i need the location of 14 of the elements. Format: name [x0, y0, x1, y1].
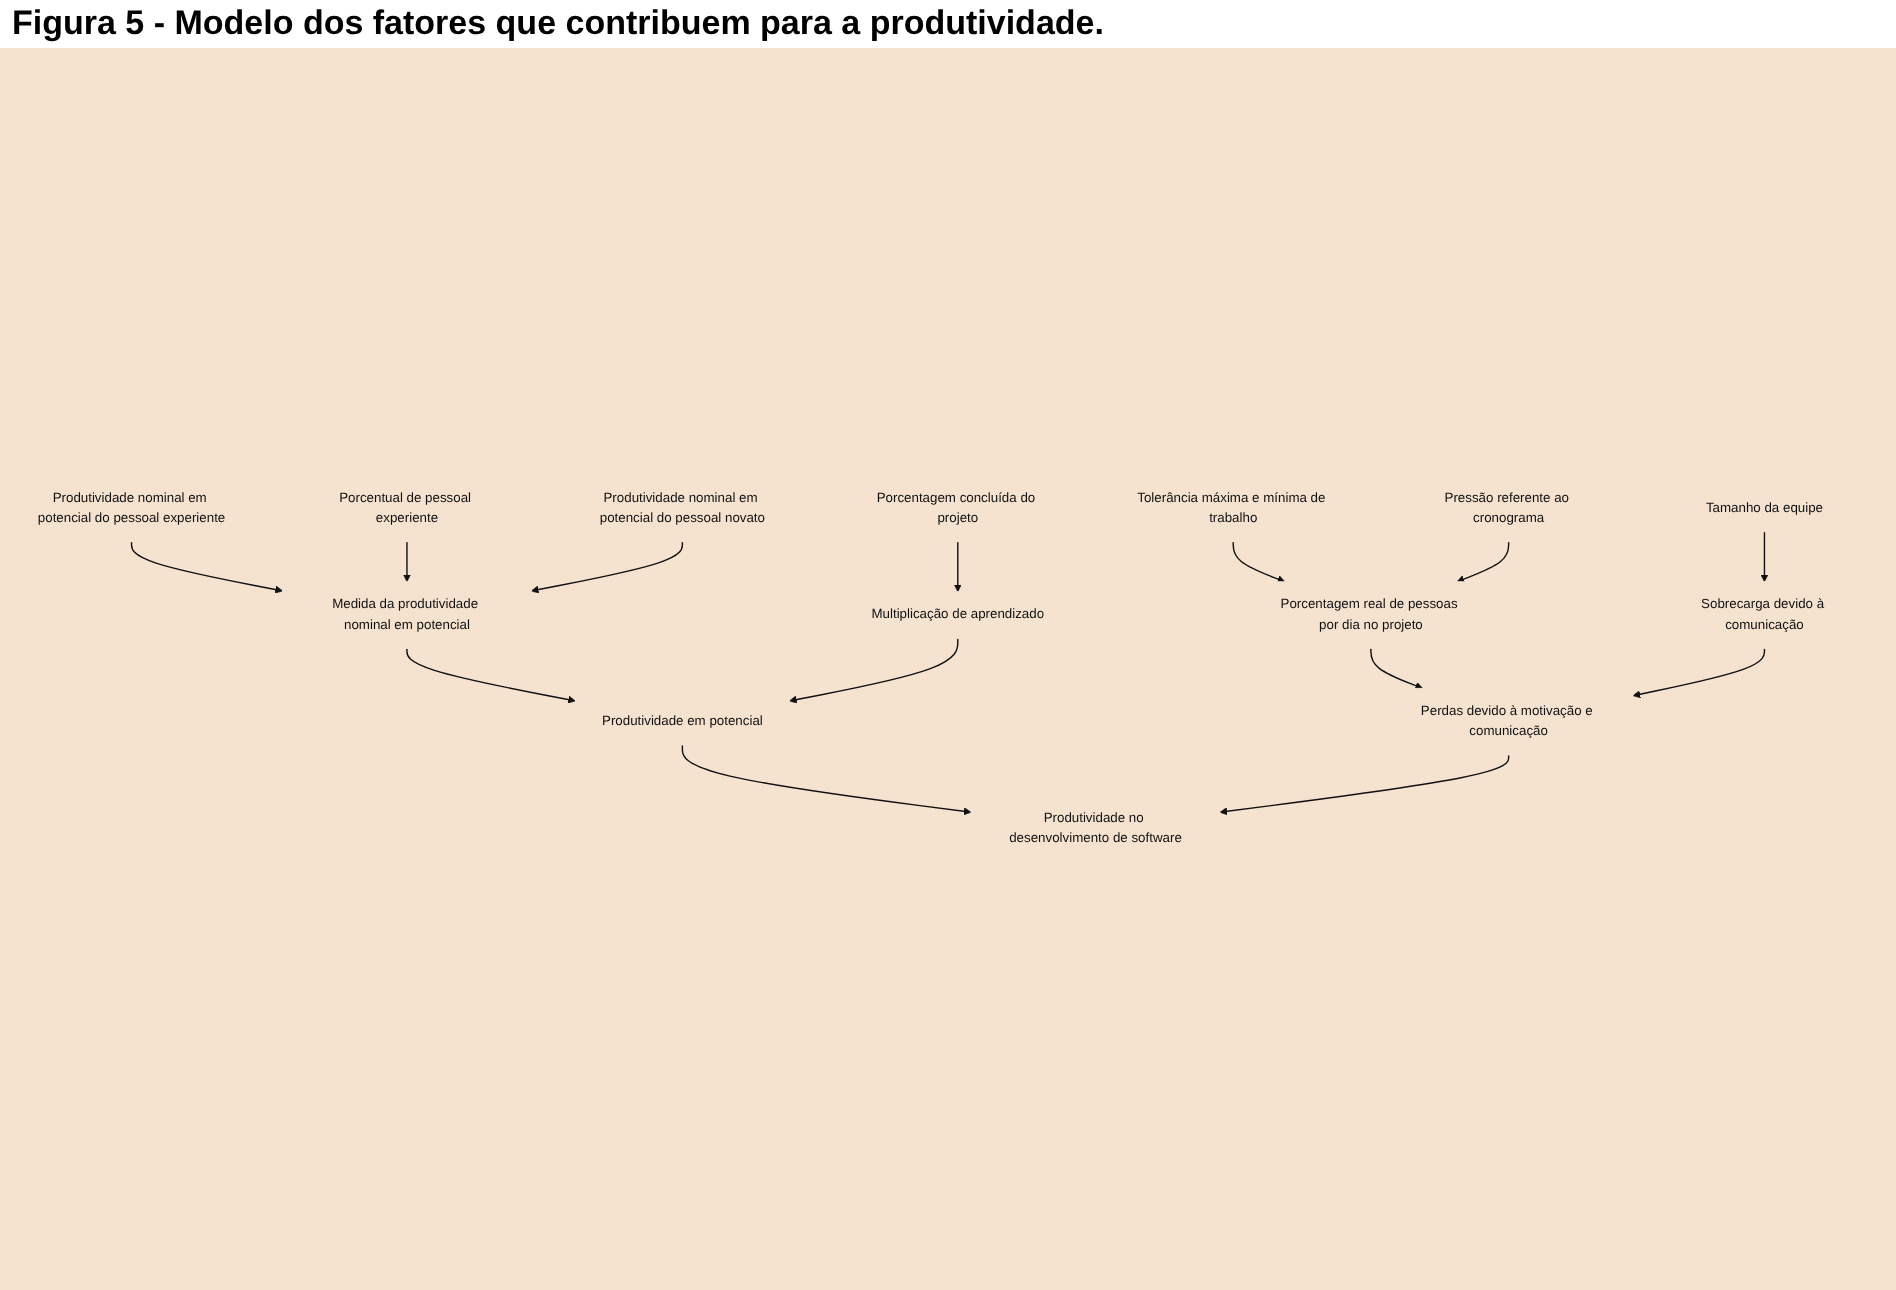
arrow [403, 541, 411, 583]
arrow [1760, 531, 1769, 583]
arrow [789, 638, 959, 705]
arrow [1232, 541, 1286, 584]
arrow [681, 744, 972, 816]
arrow [1456, 541, 1510, 584]
arrow [1219, 754, 1510, 816]
arrow [130, 541, 283, 595]
arrow [1632, 648, 1766, 699]
arrow [406, 648, 576, 705]
arrow [531, 541, 684, 595]
arrow [1370, 648, 1423, 691]
arrow [953, 541, 962, 593]
figure-title: Figura 5 - Modelo dos fatores que contribuem para a produtividade. [10, 2, 1106, 46]
